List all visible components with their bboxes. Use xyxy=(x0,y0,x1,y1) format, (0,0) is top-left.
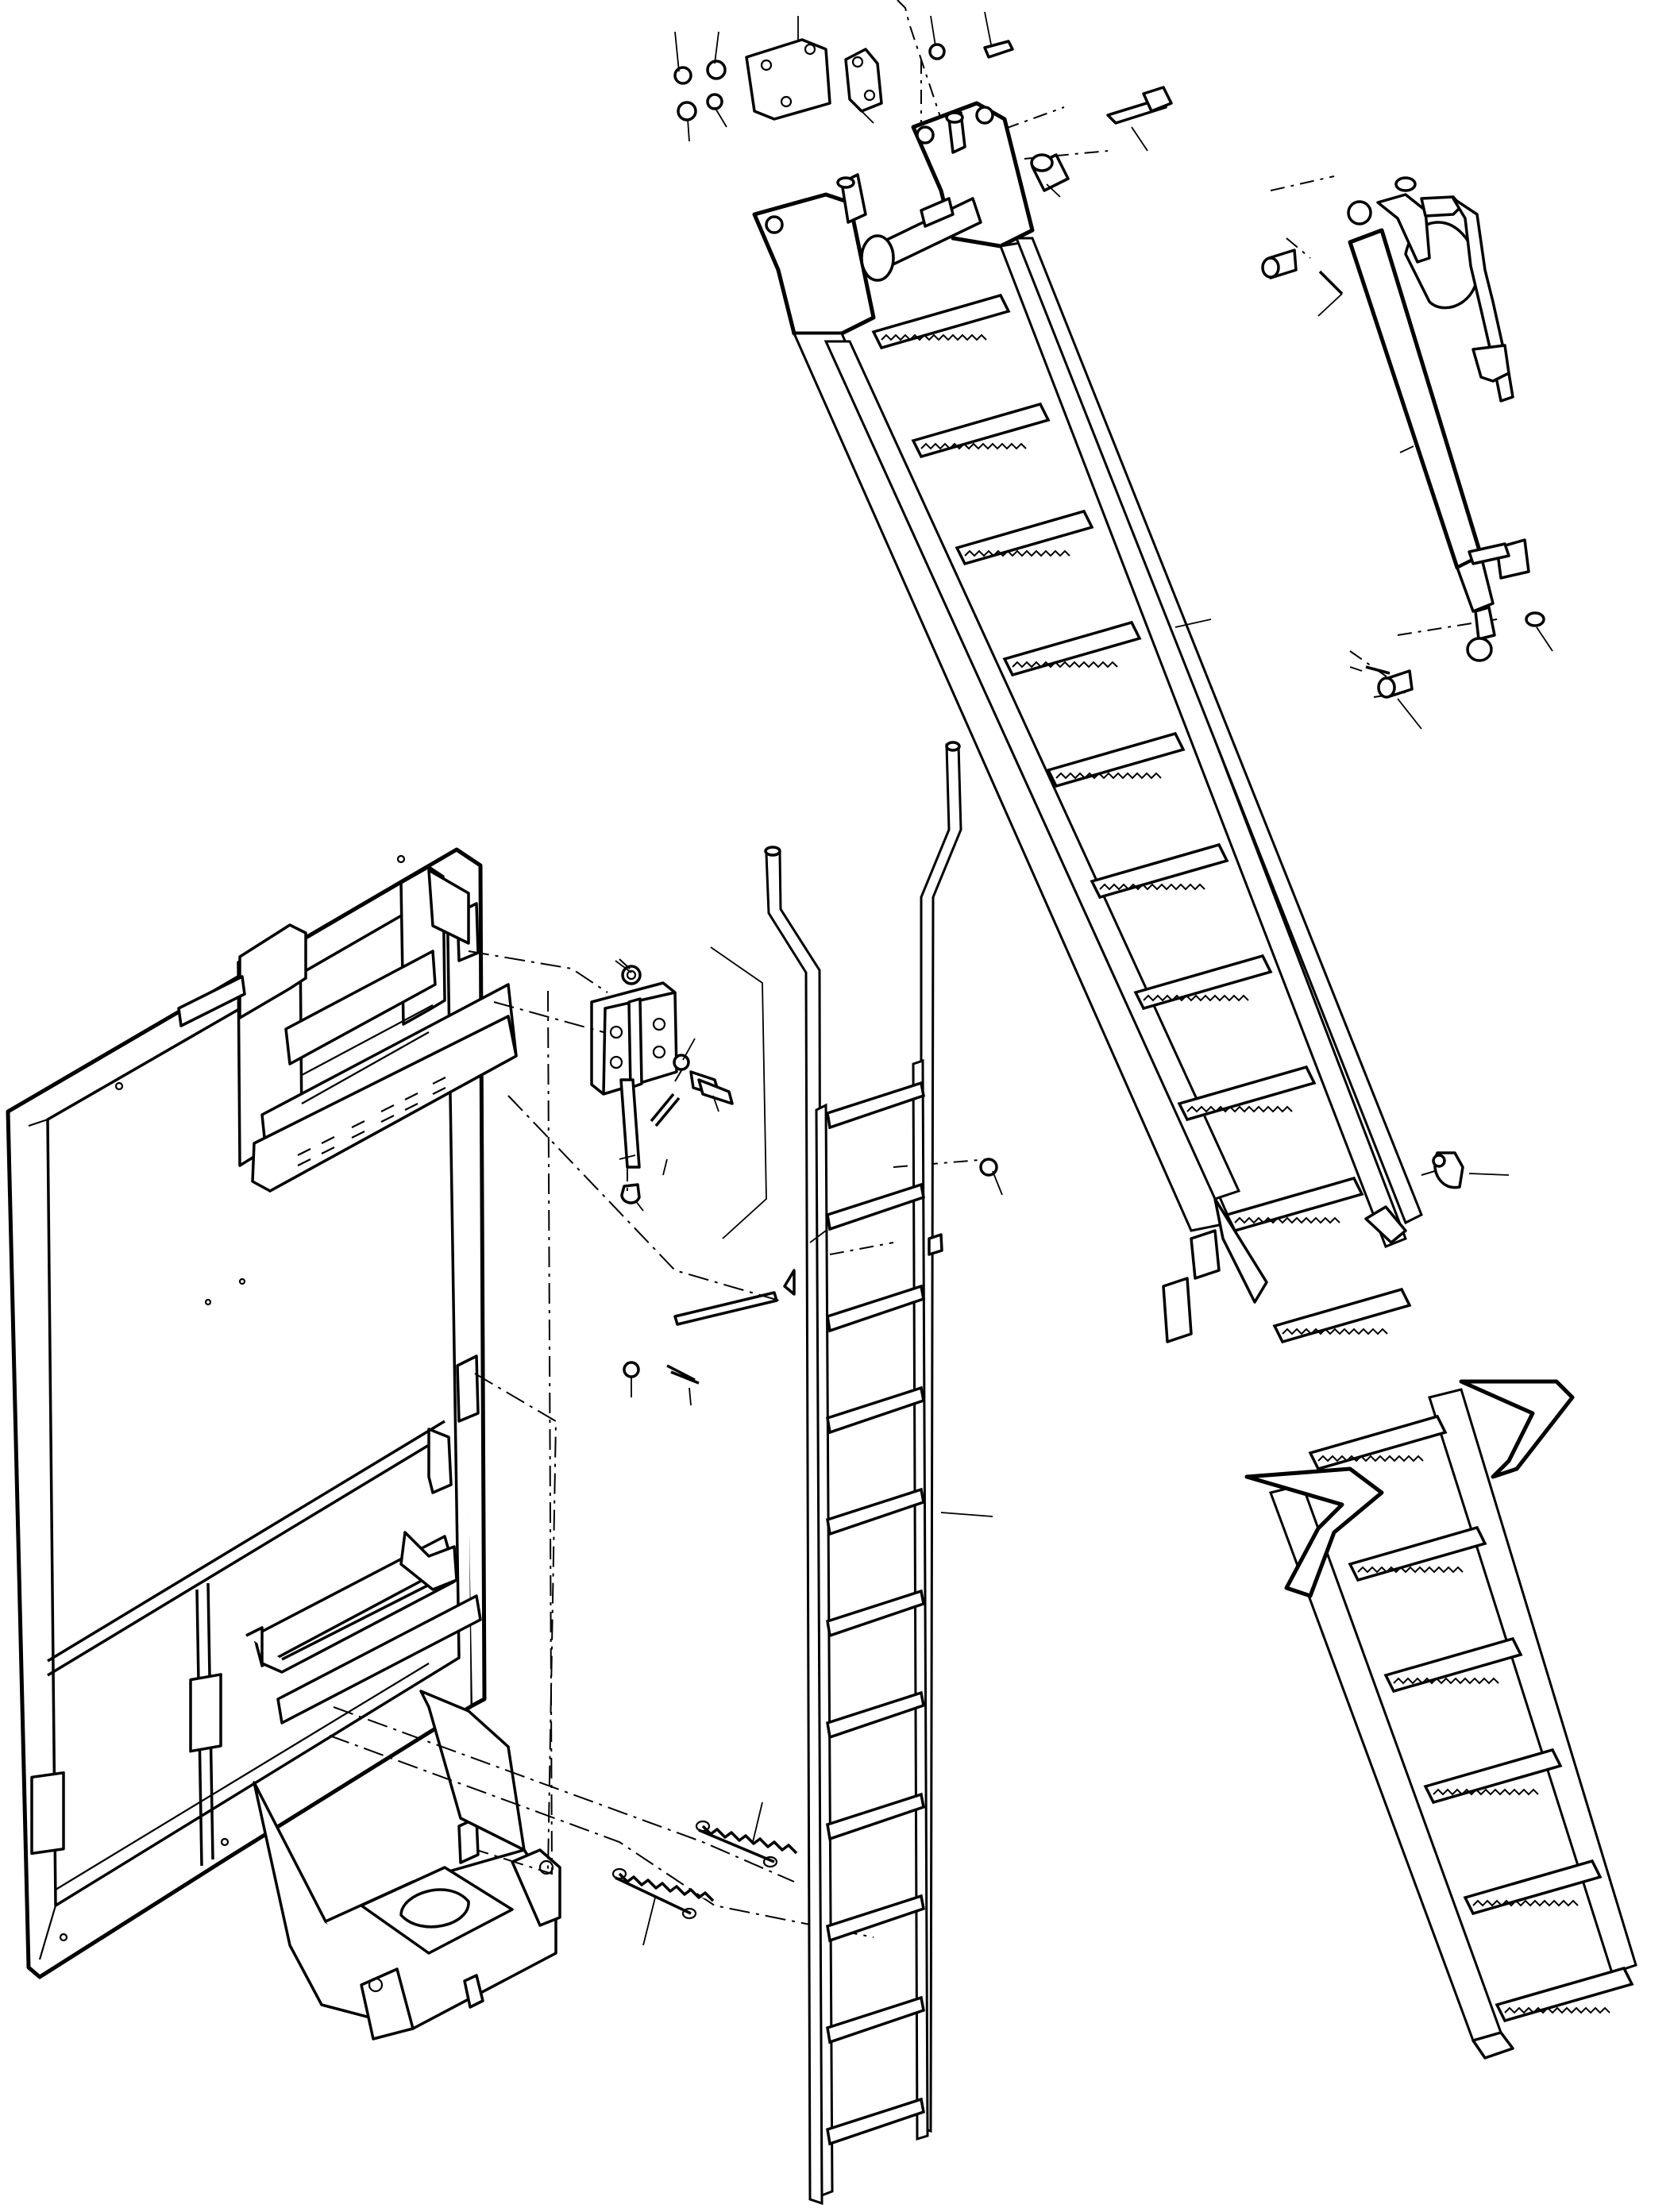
fixed-ladder-treads xyxy=(826,1081,925,2146)
top-pivot-bracket-hardware xyxy=(673,38,1173,192)
fixed-access-ladder xyxy=(764,741,962,2206)
callout-leader-lines xyxy=(615,11,1553,1946)
door-hinge-bracket xyxy=(590,965,734,1204)
return-springs xyxy=(611,1820,798,1920)
stair-upper-treads xyxy=(871,293,1412,1344)
door-upper-bracket xyxy=(177,865,518,1193)
pivot-pin-hardware xyxy=(623,1158,998,1385)
door-lower-bracket-and-step-housing xyxy=(245,1428,561,2041)
hydraulic-lift-cylinder xyxy=(1261,176,1545,699)
hinge-group-bracket-line xyxy=(710,946,767,1239)
stair-lower-treads xyxy=(1308,1414,1634,2023)
hinged-stair-ladder xyxy=(752,101,1637,2060)
